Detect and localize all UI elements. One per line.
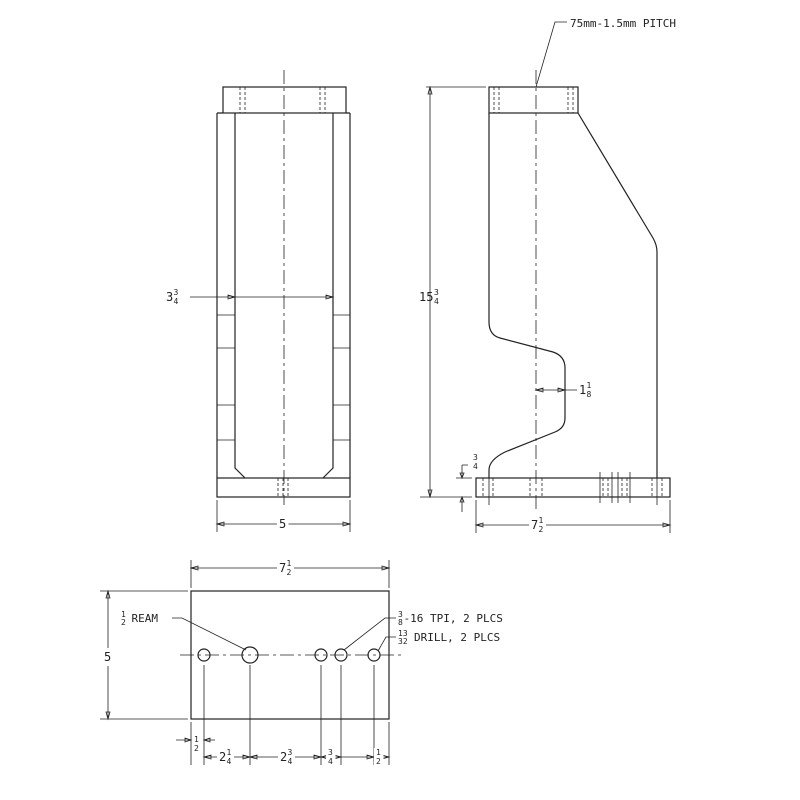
dim-whole: 15 (419, 290, 433, 304)
thread-note-leader (535, 21, 567, 88)
dim-label-bg (102, 648, 114, 666)
side-cap (488, 86, 579, 114)
dim-base-thickness: 34 (473, 453, 478, 471)
dim-whole: 3 (166, 290, 173, 304)
hole-ream (241, 646, 259, 664)
thread-note: 75mm-1.5mm PITCH (570, 17, 676, 30)
dim-whole: 5 (104, 650, 111, 664)
front-body (216, 113, 351, 479)
front-cap (222, 86, 347, 114)
dim-denominator: 8 (587, 390, 592, 399)
dim-denominator: 4 (328, 757, 333, 766)
dim-line-side-height (420, 85, 486, 499)
dim-denominator: 4 (227, 757, 232, 766)
dim-denominator: 2 (194, 744, 199, 753)
side-base (475, 477, 671, 498)
ream-note: 12 REAM (121, 610, 158, 627)
dim-line-base-thickness (456, 464, 472, 512)
dim-label-bg (529, 516, 546, 534)
plan-extension-lines (190, 665, 390, 765)
dim-numerator: 3 (328, 748, 333, 757)
dim-numerator: 3 (473, 453, 478, 462)
dim-label-bg (217, 748, 234, 766)
dim-denominator: 4 (473, 462, 478, 471)
dim-numerator: 1 (539, 516, 544, 525)
dim-denominator: 4 (174, 297, 179, 306)
dim-numerator: 1 (376, 748, 381, 757)
drill-note-numerator: 13 (398, 629, 408, 638)
dim-whole: 1 (579, 383, 586, 397)
tap-note-numerator: 3 (398, 610, 403, 619)
plan-view (100, 560, 402, 765)
ream-note-numerator: 1 (121, 610, 126, 619)
dim-line-front-inner (190, 294, 335, 300)
dim-whole: 5 (279, 517, 286, 531)
side-hole-ticks (488, 470, 658, 505)
side-cap-hidden (493, 87, 574, 113)
dim-whole: 2 (219, 750, 226, 764)
side-base-hidden (482, 478, 663, 497)
dim-denominator: 2 (287, 568, 292, 577)
dim-hole1-edge: 12 (194, 735, 199, 753)
dim-label-bg (374, 748, 384, 766)
dim-numerator: 3 (434, 288, 439, 297)
hole-drill-2 (367, 648, 381, 662)
dim-whole: 7 (279, 561, 286, 575)
front-base (216, 477, 351, 498)
hole-tap-2 (334, 648, 348, 662)
hole-drill-1 (197, 648, 211, 662)
tap-note: 38-16 TPI, 2 PLCS (398, 610, 503, 627)
ream-note-text: REAM (132, 612, 159, 625)
side-body-left (488, 113, 566, 478)
dim-label-bg (277, 515, 289, 533)
dim-hole-spacing-c: 34 (326, 748, 336, 766)
dim-line-side-length (474, 500, 672, 533)
tap-note-denominator: 8 (398, 618, 403, 627)
front-view (190, 70, 352, 532)
dim-hole-spacing-d: 12 (374, 748, 384, 766)
note-leaders (172, 617, 396, 652)
dim-denominator: 4 (288, 757, 293, 766)
drill-note-denominator: 32 (398, 637, 408, 646)
tap-note-text: -16 TPI, 2 PLCS (404, 612, 503, 625)
dim-whole: 7 (531, 518, 538, 532)
drill-note-text: DRILL, 2 PLCS (414, 631, 500, 644)
ream-note-denominator: 2 (121, 618, 126, 627)
dim-label-bg (326, 748, 336, 766)
dim-front-width: 5 (277, 515, 289, 533)
dim-line-hole1-edge (176, 737, 215, 743)
dim-numerator: 1 (287, 559, 292, 568)
dim-plan-width: 5 (102, 648, 114, 666)
dim-numerator: 1 (227, 748, 232, 757)
dim-label-bg (278, 748, 295, 766)
dim-numerator: 1 (587, 381, 592, 390)
side-body-right (577, 112, 658, 478)
dim-denominator: 4 (434, 297, 439, 306)
front-side-ribs (217, 314, 350, 441)
holes (197, 646, 381, 664)
hole-tap-1 (314, 648, 328, 662)
dim-label-bg (277, 559, 294, 577)
dim-numerator: 1 (194, 735, 199, 744)
dim-line-side-offset (534, 387, 577, 393)
dim-denominator: 2 (539, 525, 544, 534)
dim-numerator: 3 (288, 748, 293, 757)
front-hidden-lines (239, 87, 326, 497)
dim-whole: 2 (280, 750, 287, 764)
dim-numerator: 3 (174, 288, 179, 297)
dim-denominator: 2 (376, 757, 381, 766)
side-view: 75mm-1.5mm PITCH (420, 17, 676, 533)
